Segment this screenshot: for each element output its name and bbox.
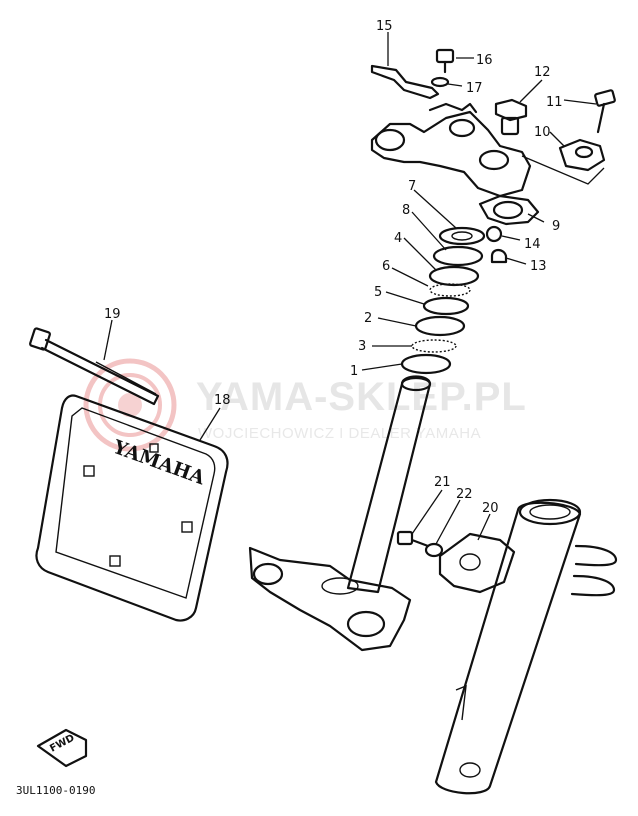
- part-3-balls: [411, 339, 457, 353]
- callout-16: 16: [476, 53, 493, 68]
- callout-8: 8: [402, 203, 410, 218]
- callout-13: 13: [530, 259, 547, 274]
- part-12-nut: [494, 98, 528, 136]
- fwd-label: FWD: [48, 733, 76, 755]
- part-8-washer: [432, 245, 484, 267]
- callout-18: 18: [214, 393, 231, 408]
- part-22-washer: [424, 542, 444, 558]
- watermark-title: YAMA-SKLEP.PL: [196, 375, 527, 419]
- part-7-ring: [438, 226, 486, 246]
- upper-bracket: [370, 102, 532, 198]
- leader-lines: [103, 32, 597, 545]
- callout-7: 7: [408, 179, 416, 194]
- watermark-logo-icon: [83, 358, 177, 452]
- part-17-washer: [430, 76, 450, 88]
- callout-9: 9: [552, 219, 560, 234]
- part-19-bolt: [29, 327, 160, 406]
- part-11-bolt: [594, 89, 616, 134]
- callout-20: 20: [482, 501, 499, 516]
- callout-12: 12: [534, 65, 551, 80]
- callout-3: 3: [358, 339, 366, 354]
- callout-11: 11: [546, 95, 563, 110]
- part-15-bracket: [370, 64, 440, 100]
- callout-14: 14: [524, 237, 541, 252]
- part-1-race: [400, 353, 452, 375]
- part-13-cap: [490, 248, 508, 264]
- part-14-cap: [485, 225, 503, 243]
- part-5-race: [422, 296, 470, 316]
- callout-10: 10: [534, 125, 551, 140]
- part-10-cap: [521, 138, 606, 185]
- part-16-bolt: [435, 48, 455, 74]
- watermark: YAMA-SKLEP.PL WOJCIECHOWICZ I DEALER YAM…: [83, 358, 527, 452]
- part-4-cover: [428, 265, 480, 287]
- callout-4: 4: [394, 231, 402, 246]
- part-2-race: [414, 315, 466, 337]
- part-9-bracket: [478, 194, 540, 226]
- callout-17: 17: [466, 81, 483, 96]
- callout-21: 21: [434, 475, 451, 490]
- part-21-bolt: [396, 530, 430, 548]
- fwd-arrow-icon: FWD: [36, 728, 88, 768]
- callouts: 1 2 3 4 5 6 7 8 9 10 11 12 13 14 15 16 1…: [104, 19, 563, 516]
- watermark-subtitle: WOJCIECHOWICZ I DEALER YAMAHA: [198, 425, 481, 442]
- callout-22: 22: [456, 487, 473, 502]
- callout-1: 1: [350, 364, 358, 379]
- steering-stem: [248, 375, 432, 652]
- callout-19: 19: [104, 307, 121, 322]
- diagram-code: 3UL1100-0190: [16, 784, 95, 797]
- callout-15: 15: [376, 19, 393, 34]
- callout-5: 5: [374, 285, 382, 300]
- fork-tube: [434, 498, 618, 795]
- callout-2: 2: [364, 311, 372, 326]
- part-6-balls: [429, 283, 471, 297]
- callout-6: 6: [382, 259, 390, 274]
